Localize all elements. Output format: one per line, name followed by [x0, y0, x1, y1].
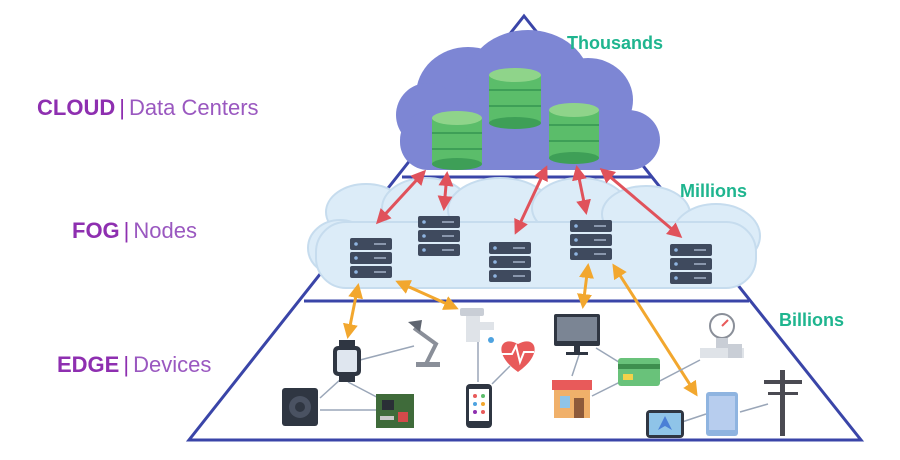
- credit-card-icon: [618, 358, 660, 386]
- edge-separator: |: [123, 352, 130, 377]
- database-icon: [432, 111, 482, 170]
- cloud-fog-arrows: [375, 165, 683, 238]
- storefront-icon: [552, 380, 592, 418]
- server-icon: [489, 242, 531, 282]
- cloud-layer-label: CLOUD|Data Centers: [37, 95, 259, 121]
- fog-count-label: Millions: [680, 181, 747, 201]
- cloud-count-label: Thousands: [567, 33, 664, 53]
- desk-lamp-icon: [408, 320, 440, 367]
- circuit-board-icon: [376, 394, 414, 428]
- tablet-icon: [706, 392, 738, 436]
- fog-edge-arrows: [342, 263, 698, 397]
- edge-description: Devices: [133, 352, 212, 377]
- database-icon: [489, 68, 541, 129]
- smartphone-icon: [466, 384, 492, 428]
- server-icon: [418, 216, 460, 256]
- server-icon: [670, 244, 712, 284]
- cloud-separator: |: [119, 95, 125, 120]
- fog-description: Nodes: [133, 218, 197, 243]
- speaker-icon: [282, 388, 318, 426]
- faucet-icon: [460, 308, 494, 343]
- edge-layer-label: EDGE|Devices: [57, 352, 211, 378]
- monitor-icon: [554, 314, 600, 355]
- fog-separator: |: [123, 218, 130, 243]
- server-icon: [570, 220, 612, 260]
- fog-tier-name: FOG: [72, 218, 120, 243]
- database-icon: [549, 103, 599, 164]
- edge-connections: [319, 336, 769, 423]
- cloud-tier-name: CLOUD: [37, 95, 116, 120]
- edge-tier-name: EDGE: [57, 352, 120, 377]
- gps-device-icon: [646, 410, 684, 438]
- edge-count-label: Billions: [779, 310, 845, 330]
- fog-layer-label: FOG|Nodes: [72, 218, 197, 244]
- heart-rate-icon: [501, 341, 535, 372]
- power-pole-icon: [764, 370, 802, 436]
- cloud-description: Data Centers: [128, 95, 259, 120]
- pressure-gauge-icon: [700, 313, 744, 358]
- server-icon: [350, 238, 392, 278]
- smartwatch-icon: [333, 340, 361, 382]
